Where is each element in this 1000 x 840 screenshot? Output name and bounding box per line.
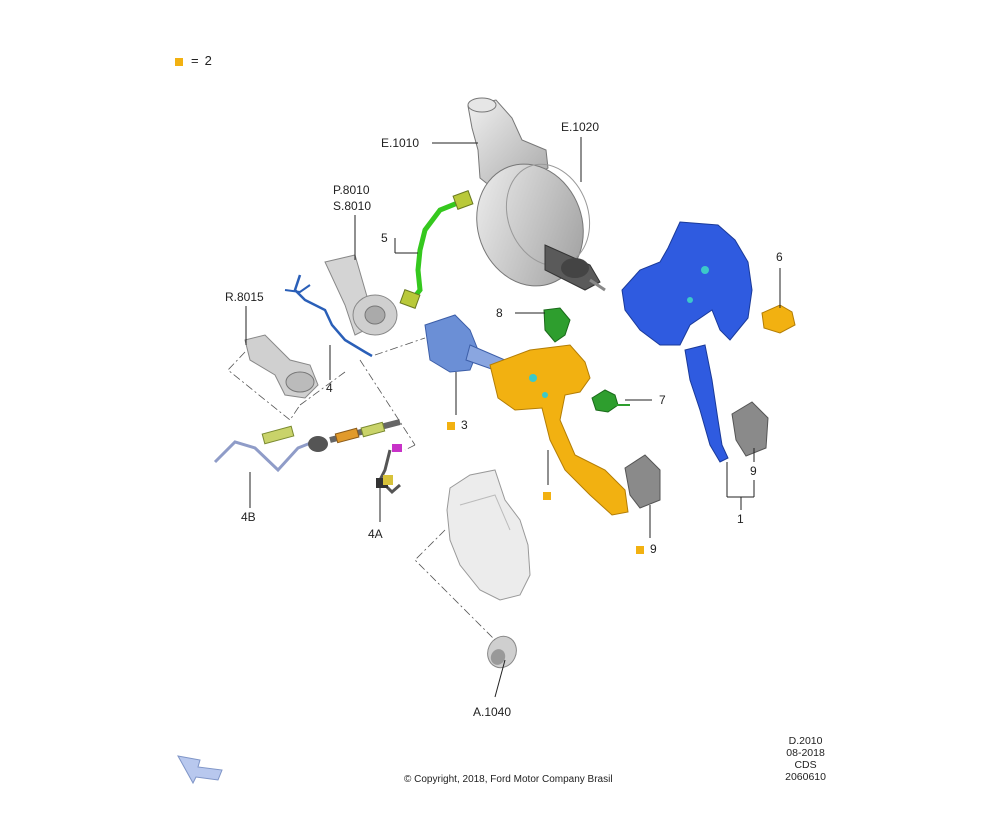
label-s8010: S.8010 xyxy=(333,199,372,213)
label-4b: 4B xyxy=(241,510,256,524)
label-4a: 4A xyxy=(368,527,383,541)
label-3-text: 3 xyxy=(461,418,468,432)
label-r8015: R.8015 xyxy=(225,290,264,304)
legend-value: 2 xyxy=(204,53,212,68)
code-line-4: 2060610 xyxy=(785,771,826,783)
direction-arrow-icon xyxy=(177,755,223,785)
clutch-slave-cylinder xyxy=(244,334,319,399)
yellow-square-marker xyxy=(636,545,644,554)
clutch-pedal-yellow xyxy=(489,344,629,516)
yellow-square-marker xyxy=(175,57,183,66)
heat-shield xyxy=(446,469,531,601)
label-7: 7 xyxy=(659,393,666,407)
label-a1040: A.1040 xyxy=(473,705,512,719)
label-4: 4 xyxy=(326,381,333,395)
label-5: 5 xyxy=(381,231,388,245)
legend-equals: = xyxy=(191,53,199,68)
green-hose xyxy=(399,190,474,309)
code-line-2: 08-2018 xyxy=(786,747,825,759)
brake-pedal-bracket-blue xyxy=(621,221,753,463)
legend: =2 xyxy=(175,53,212,68)
switch-8 xyxy=(543,307,571,343)
tube-4b xyxy=(213,425,319,473)
copyright-text: © Copyright, 2018, Ford Motor Company Br… xyxy=(404,774,613,785)
label-3: 3 xyxy=(447,418,468,432)
clutch-hydraulic-line xyxy=(284,274,373,358)
label-p8010: P.8010 xyxy=(333,183,370,197)
yellow-square-marker xyxy=(543,491,551,500)
pedal-pads xyxy=(624,401,769,509)
label-1: 1 xyxy=(737,512,744,526)
label-9-left-text: 9 xyxy=(650,542,657,556)
connector-4a xyxy=(376,444,402,495)
assembly-lines xyxy=(227,337,496,641)
label-9-right: 9 xyxy=(750,464,757,478)
label-yellow-pedal-marker xyxy=(543,488,557,502)
leader-lines xyxy=(245,137,781,698)
bracket-6-yellow xyxy=(761,304,796,334)
code-line-1: D.2010 xyxy=(788,735,823,747)
brake-booster xyxy=(476,163,606,292)
clutch-actuator-bracket xyxy=(324,254,398,336)
label-e1020: E.1020 xyxy=(561,120,600,134)
grommet xyxy=(487,635,517,669)
switch-7 xyxy=(591,389,630,413)
yellow-square-marker xyxy=(447,421,455,430)
label-8: 8 xyxy=(496,306,503,320)
drawing-code-block: D.2010 08-2018 CDS 2060610 xyxy=(785,735,826,783)
clutch-master-cylinder xyxy=(424,314,506,373)
code-line-3: CDS xyxy=(794,759,817,771)
label-e1010: E.1010 xyxy=(381,136,420,150)
label-6: 6 xyxy=(776,250,783,264)
push-rod-assembly xyxy=(308,419,401,452)
label-9-left: 9 xyxy=(636,542,657,556)
